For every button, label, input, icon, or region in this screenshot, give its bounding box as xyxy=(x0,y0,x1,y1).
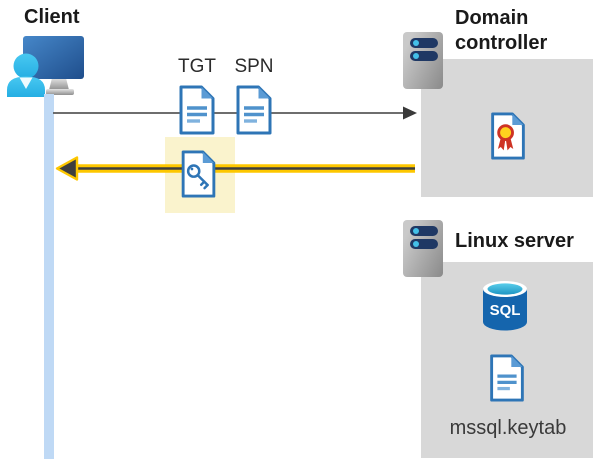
spn-ticket-document-icon xyxy=(236,85,272,135)
response-arrow xyxy=(55,156,415,181)
server-led-icon xyxy=(413,241,419,247)
client-label: Client xyxy=(24,6,80,28)
client-workstation-icon xyxy=(7,36,84,97)
linux-server-label: Linux server xyxy=(455,230,574,252)
monitor-stand xyxy=(49,78,69,90)
keytab-filename-label: mssql.keytab xyxy=(449,417,567,439)
request-arrow xyxy=(53,106,417,120)
domain-controller-label: Domain controller xyxy=(455,7,548,54)
tgt-label: TGT xyxy=(178,56,216,77)
sql-badge-text: SQL xyxy=(490,302,521,319)
response-arrowhead xyxy=(55,156,79,181)
server-bar xyxy=(410,226,438,236)
server-led-icon xyxy=(413,228,419,234)
keytab-document-icon xyxy=(490,354,524,402)
person-collar xyxy=(19,77,33,89)
linux-server-icon xyxy=(403,220,443,277)
spn-label: SPN xyxy=(234,56,274,77)
certificate-document-icon xyxy=(491,112,525,160)
server-bar xyxy=(410,51,438,61)
domain-controller-server-icon xyxy=(403,32,443,89)
server-bar xyxy=(410,38,438,48)
server-led-icon xyxy=(413,53,419,59)
monitor-stand-base xyxy=(46,89,74,95)
server-led-icon xyxy=(413,40,419,46)
person-head xyxy=(13,53,39,79)
key-ticket-document-icon xyxy=(181,150,216,198)
client-lifeline-bar xyxy=(44,94,54,459)
sql-database-icon: SQL xyxy=(483,281,527,331)
tgt-ticket-document-icon xyxy=(179,85,215,135)
server-bar xyxy=(410,239,438,249)
request-arrowhead xyxy=(403,106,417,120)
